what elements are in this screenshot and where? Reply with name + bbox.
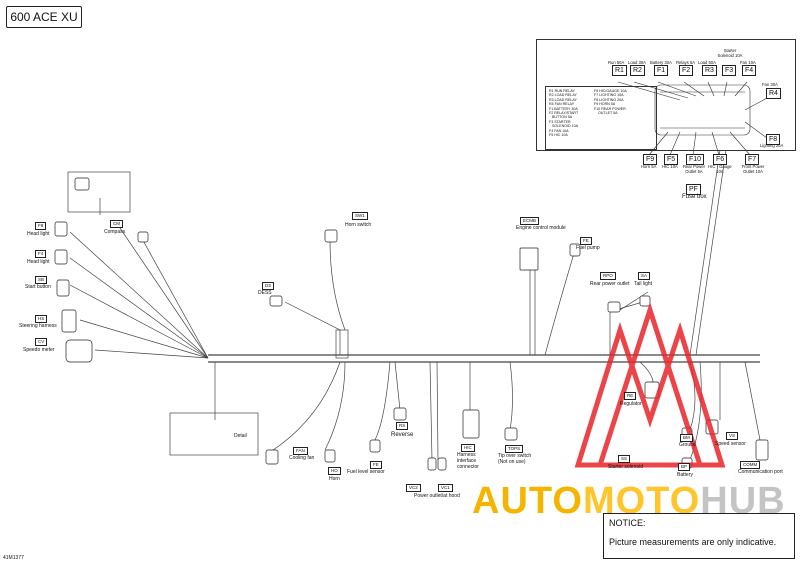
rear-power-code: RPO <box>600 272 616 280</box>
comm-port-label: Communication port <box>738 469 783 475</box>
power-outlet-code-2: VC1 <box>438 484 453 492</box>
fuse-desc-f2: Relays 5A <box>676 60 696 65</box>
ecm-code: ECMB <box>520 217 540 225</box>
tail-light-label: Tail light <box>634 281 653 287</box>
hic-label: Harness interface connector <box>457 452 479 470</box>
fuse-code-f4: F4 <box>742 65 757 76</box>
watermark-part-1: AUTO <box>472 480 583 522</box>
figure-id: 41M1377 <box>3 555 24 561</box>
reverse-label: Reverse <box>391 432 414 438</box>
ecm-label: Engine control module <box>516 225 566 231</box>
start-button-code: SB <box>35 276 48 284</box>
fuse-desc-f8: Lighting 20A <box>760 143 784 148</box>
steering-harness-label: Steering harness <box>19 323 57 329</box>
dess-code: DS <box>262 282 275 290</box>
start-button-label: Start button <box>25 284 51 290</box>
cooling-fan-label: Cooling fan <box>289 455 315 461</box>
starter-solenoid-code: SS <box>618 455 631 463</box>
fuse-box-label: Fuse box <box>682 194 707 200</box>
tip-over-code: TOPS <box>505 445 524 453</box>
speed-sensor-code: VS <box>726 432 739 440</box>
head-light-1-code: F8 <box>35 222 47 230</box>
fuel-level-label: Fuel level sensor <box>347 469 385 475</box>
tip-over-label: Tip over switch (Not on use) <box>498 453 532 465</box>
fuse-legend-right: F6 HIC/GAUGE 10A F7 LIGHTING 10A F8 LIGH… <box>594 89 627 116</box>
fuse-desc-r1: Run 50A <box>608 60 625 65</box>
compass-code: CM <box>110 220 123 228</box>
battery-label: Battery <box>677 472 693 478</box>
watermark-logo <box>574 301 726 468</box>
horn-label: Horn <box>329 476 340 482</box>
steering-harness-code: HS <box>35 315 48 323</box>
notice-box: NOTICE: Picture measurements are only in… <box>603 513 795 559</box>
fuse-desc-f3: Starter Solenoid 10A <box>717 48 743 58</box>
fuse-desc-r2: Load 30A <box>628 60 646 65</box>
fuse-code-r4: R4 <box>766 88 781 99</box>
fuse-code-f9: F9 <box>643 154 658 165</box>
fuel-level-code: FE <box>370 461 382 469</box>
fuse-desc-f5: HIC 10A <box>662 164 678 169</box>
fuse-code-r3: R3 <box>702 65 717 76</box>
power-outlet-code-1: VC2 <box>406 484 421 492</box>
fuse-code-f2: F2 <box>679 65 694 76</box>
fuse-code-r1: R1 <box>612 65 627 76</box>
fuse-code-f5: F5 <box>664 154 679 165</box>
fuse-desc-r3: Load 50A <box>698 60 716 65</box>
fuse-box-panel <box>536 39 796 151</box>
comm-port-code: COMM <box>740 461 761 469</box>
reverse-code: RS <box>396 422 409 430</box>
fuse-desc-f6: HIC - Gauge 10A <box>708 164 732 174</box>
notice-body: Picture measurements are only indicative… <box>609 537 777 547</box>
tail-light-code: SA <box>638 272 651 280</box>
cooling-fan-code: FAN <box>293 447 308 455</box>
compass-label: Compass <box>104 229 126 235</box>
fuel-pump-code: FE <box>580 237 592 245</box>
fuse-desc-f7: Front Power Outlet 10A <box>741 164 765 174</box>
fuse-code-f8: F8 <box>766 134 781 145</box>
fuse-desc-f10: Rear Power Outlet 5A <box>682 164 706 174</box>
fuse-desc-f4: Fan 10A <box>740 60 756 65</box>
head-light-2-label: Head light <box>27 259 50 265</box>
ground-label: Ground <box>679 442 696 448</box>
starter-solenoid-label: Starter solenoid <box>608 464 644 470</box>
speed-sensor-label: Speed sensor <box>715 441 746 447</box>
page-title: 600 ACE XU <box>6 6 82 28</box>
speedo-label: Speedo meter <box>23 347 55 353</box>
head-light-1-label: Head light <box>27 231 50 237</box>
detail-label: Detail <box>234 433 247 439</box>
regulator-label: Regulator <box>620 401 642 407</box>
regulator-code: RE <box>624 392 637 400</box>
fuse-legend-left: R1 RUN RELAY R2 LOAD RELAY R3 LOAD RELAY… <box>549 89 579 138</box>
fuel-pump-label: Fuel pump <box>576 245 600 251</box>
fuse-legend: R1 RUN RELAY R2 LOAD RELAY R3 LOAD RELAY… <box>545 86 657 150</box>
ground-code: BM <box>680 434 693 442</box>
dess-label: DESS <box>258 290 272 296</box>
fuse-desc-f1: Battery 30A <box>650 60 672 65</box>
horn-switch-code: SW1 <box>352 212 368 220</box>
power-outlet-label: Power outlet/at hood <box>414 493 460 499</box>
fuse-desc-r4: Fan 30A <box>762 82 778 87</box>
head-light-2-code: F4 <box>35 250 47 258</box>
speedo-code: CV <box>35 338 48 346</box>
hic-code: HIC <box>461 444 475 452</box>
fuse-code-f10: F10 <box>686 154 705 165</box>
horn-code: HO <box>328 467 341 475</box>
battery-code: BP <box>678 463 691 471</box>
fuse-code-f3: F3 <box>722 65 737 76</box>
fuse-box-code: PF <box>686 184 701 195</box>
fuse-code-f6: F6 <box>713 154 728 165</box>
fuse-code-f7: F7 <box>745 154 760 165</box>
fuse-code-f1: F1 <box>654 65 669 76</box>
rear-power-label: Rear power outlet <box>590 281 630 287</box>
notice-heading: NOTICE: <box>609 518 646 528</box>
fuse-desc-f9: Horn 5A <box>641 164 657 169</box>
fuse-code-r2: R2 <box>630 65 645 76</box>
horn-switch-label: Horn switch <box>345 222 372 228</box>
